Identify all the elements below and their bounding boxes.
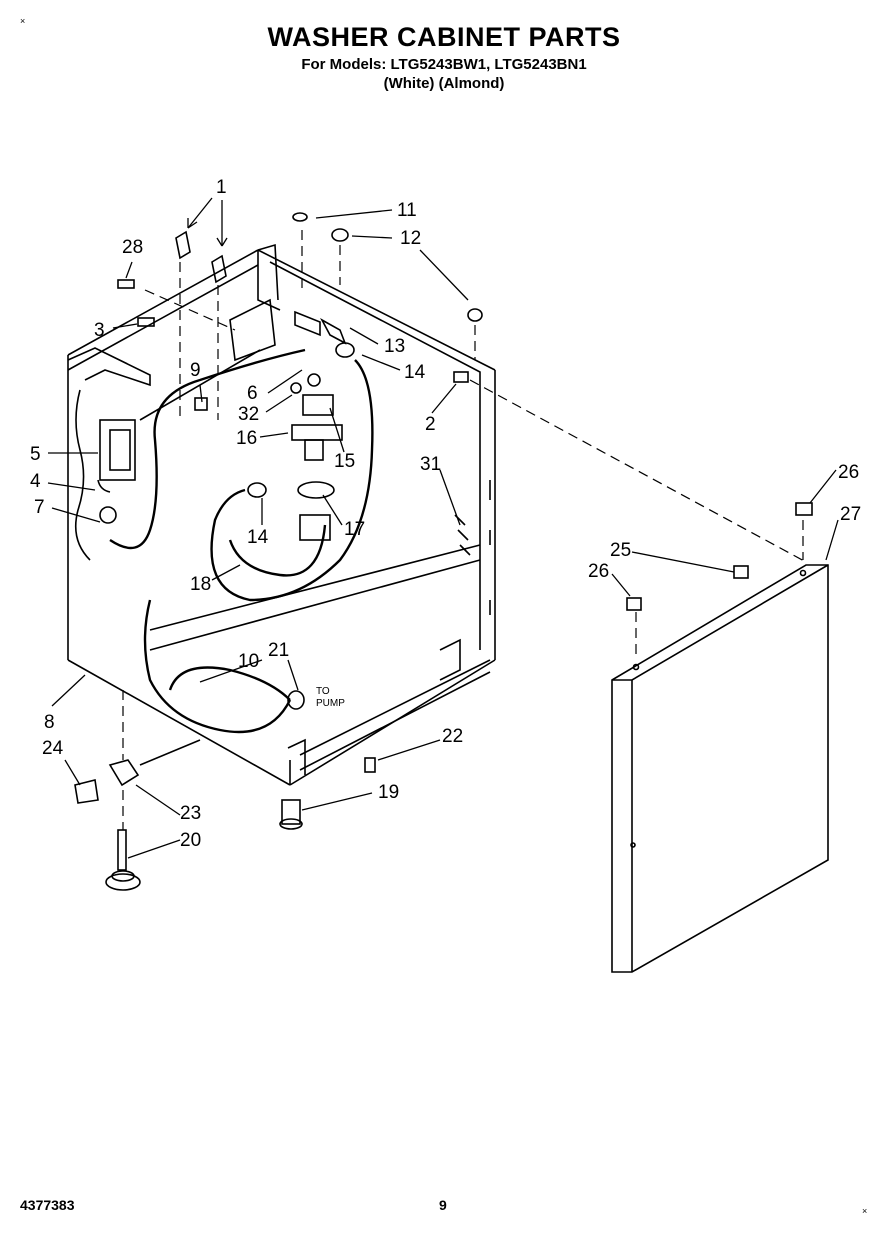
water-valve bbox=[99, 419, 136, 524]
callout-5: 5 bbox=[30, 444, 41, 465]
callout-32: 32 bbox=[238, 404, 259, 425]
callout-14a: 14 bbox=[404, 362, 426, 383]
callout-20: 20 bbox=[180, 830, 201, 851]
foot-19 bbox=[279, 799, 303, 830]
page-number: 9 bbox=[439, 1197, 447, 1213]
callout-24: 24 bbox=[42, 738, 64, 759]
callout-16: 16 bbox=[236, 428, 257, 449]
callout-28: 28 bbox=[122, 237, 143, 258]
models-line: For Models: LTG5243BW1, LTG5243BN1 bbox=[301, 56, 587, 73]
callout-2: 2 bbox=[425, 414, 436, 435]
callout-27: 27 bbox=[840, 504, 861, 525]
callout-1a: 1 bbox=[216, 177, 227, 198]
callout-31: 31 bbox=[420, 454, 441, 475]
callout-10: 10 bbox=[238, 651, 259, 672]
callout-8: 8 bbox=[44, 712, 55, 733]
callout-4: 4 bbox=[30, 471, 41, 492]
callout-26b: 26 bbox=[588, 561, 609, 582]
callout-13: 13 bbox=[384, 336, 405, 357]
hoses bbox=[109, 348, 374, 734]
callout-7: 7 bbox=[34, 497, 45, 518]
callout-15: 15 bbox=[334, 451, 355, 472]
note-pump: PUMP bbox=[316, 698, 345, 709]
document-number: 4377383 bbox=[20, 1197, 75, 1213]
note-to: TO bbox=[316, 686, 330, 697]
callout-labels: 1 1 28 3 9 6 32 16 5 4 7 11 12 13 14 2 1… bbox=[30, 177, 861, 851]
fittings bbox=[97, 212, 483, 710]
callout-leaders bbox=[47, 197, 839, 859]
callout-18: 18 bbox=[190, 574, 211, 595]
callout-11: 11 bbox=[397, 200, 417, 221]
callout-25: 25 bbox=[610, 540, 631, 561]
callout-22: 22 bbox=[442, 726, 463, 747]
colors-line: (White) (Almond) bbox=[383, 75, 505, 92]
leveling-leg bbox=[74, 739, 201, 891]
callout-21: 21 bbox=[268, 640, 289, 661]
callout-26a: 26 bbox=[838, 462, 859, 483]
callout-17: 17 bbox=[344, 519, 365, 540]
callout-6: 6 bbox=[247, 383, 258, 404]
callout-19: 19 bbox=[378, 782, 399, 803]
corner-mark: × bbox=[862, 1206, 867, 1216]
clip-22 bbox=[364, 757, 376, 773]
callout-23: 23 bbox=[180, 803, 201, 824]
dashed-guides bbox=[122, 230, 807, 830]
callout-14b: 14 bbox=[247, 527, 269, 548]
page-title: WASHER CABINET PARTS bbox=[267, 22, 621, 52]
callout-3: 3 bbox=[94, 320, 105, 341]
callout-9: 9 bbox=[190, 360, 201, 381]
front-panel bbox=[611, 564, 829, 973]
cabinet bbox=[67, 243, 496, 786]
corner-mark: × bbox=[20, 16, 25, 26]
callout-12: 12 bbox=[400, 228, 421, 249]
air-dome-assembly bbox=[290, 373, 343, 541]
